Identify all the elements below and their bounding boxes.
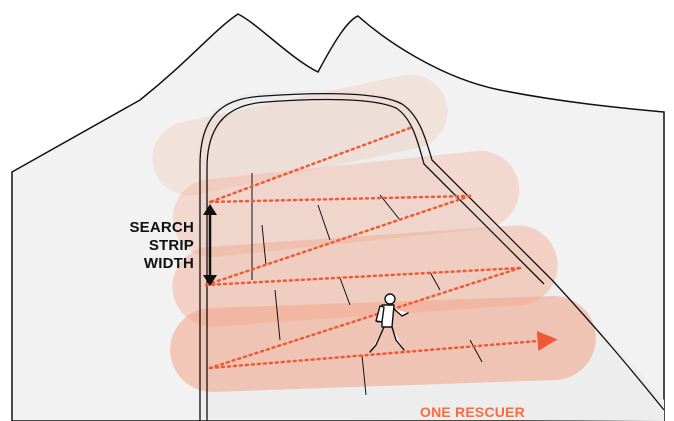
strip-label-line: WIDTH [104, 255, 194, 273]
strip-label-line: STRIP [104, 237, 194, 255]
search-strip-width-label: SEARCH STRIP WIDTH [104, 219, 194, 273]
one-rescuer-label: ONE RESCUER [420, 404, 525, 420]
strip-label-line: SEARCH [104, 219, 194, 237]
